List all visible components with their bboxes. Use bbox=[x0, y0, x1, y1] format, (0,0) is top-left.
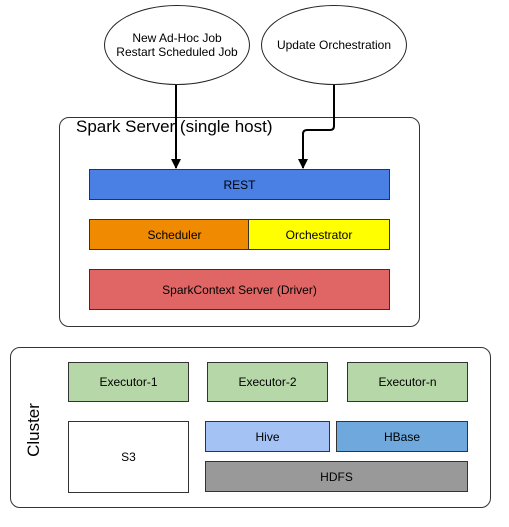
update-orchestration-trigger: Update Orchestration bbox=[261, 5, 407, 85]
scheduler-box: Scheduler bbox=[89, 219, 260, 250]
s3-box: S3 bbox=[68, 421, 189, 493]
adhoc-job-label: New Ad-Hoc Job bbox=[132, 31, 222, 45]
restart-scheduled-job-label: Restart Scheduled Job bbox=[116, 45, 238, 59]
hive-box: Hive bbox=[205, 421, 330, 452]
adhoc-job-trigger: New Ad-Hoc Job Restart Scheduled Job bbox=[104, 5, 250, 85]
hdfs-box: HDFS bbox=[205, 461, 468, 492]
orchestrator-box: Orchestrator bbox=[248, 219, 390, 250]
executor-1-box: Executor-1 bbox=[68, 362, 189, 402]
rest-box: REST bbox=[89, 169, 390, 200]
executor-2-box: Executor-2 bbox=[207, 362, 328, 402]
executor-n-box: Executor-n bbox=[347, 362, 468, 402]
hbase-box: HBase bbox=[336, 421, 468, 452]
driver-box: SparkContext Server (Driver) bbox=[89, 269, 390, 310]
update-orchestration-label: Update Orchestration bbox=[276, 38, 392, 52]
cluster-title: Cluster bbox=[24, 403, 44, 457]
spark-server-title: Spark Server (single host) bbox=[76, 117, 273, 136]
